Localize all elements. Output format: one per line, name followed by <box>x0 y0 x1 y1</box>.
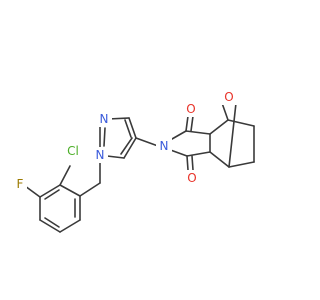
bond <box>191 155 194 171</box>
bond <box>190 115 194 132</box>
bond <box>59 184 81 197</box>
atom-label-oxygen-carbonyl-bottom: O <box>187 171 196 185</box>
bond <box>123 137 137 159</box>
atom-label-chlorine: Cl <box>67 144 79 158</box>
bond <box>59 165 71 186</box>
bond <box>39 184 61 198</box>
bond <box>79 182 101 197</box>
bond <box>185 130 211 135</box>
bond <box>24 185 41 198</box>
bond <box>128 117 137 139</box>
bond-layer <box>24 102 255 233</box>
bond <box>120 137 133 155</box>
bond <box>103 127 106 147</box>
bond <box>209 151 230 168</box>
bond <box>59 219 81 233</box>
bond <box>185 115 189 132</box>
bond <box>106 155 125 159</box>
bond <box>186 151 211 157</box>
bond <box>209 119 229 135</box>
atom-label-nitrogen-imide: N <box>160 139 169 153</box>
bond <box>39 219 61 233</box>
atom-label-layer: O O O N N N Cl F <box>13 89 237 192</box>
bond <box>227 119 255 127</box>
bond <box>228 102 237 168</box>
bond <box>221 102 229 121</box>
bond <box>186 155 189 171</box>
molecule-structure: O O O N N N Cl F <box>13 89 255 233</box>
bond <box>135 137 159 147</box>
molecule-canvas: O O O N N N Cl F <box>13 89 255 233</box>
atom-label-nitrogen-pyrazole-2: N <box>96 148 105 162</box>
atom-label-oxygen-bridge: O <box>224 90 233 104</box>
bond <box>44 217 60 228</box>
bond <box>124 119 132 138</box>
bond <box>44 189 60 200</box>
atom-label-fluorine: F <box>17 177 24 191</box>
atom-label-nitrogen-pyrazole-1: N <box>100 112 109 126</box>
bond <box>228 161 255 168</box>
atom-label-oxygen-carbonyl-top: O <box>186 102 195 116</box>
